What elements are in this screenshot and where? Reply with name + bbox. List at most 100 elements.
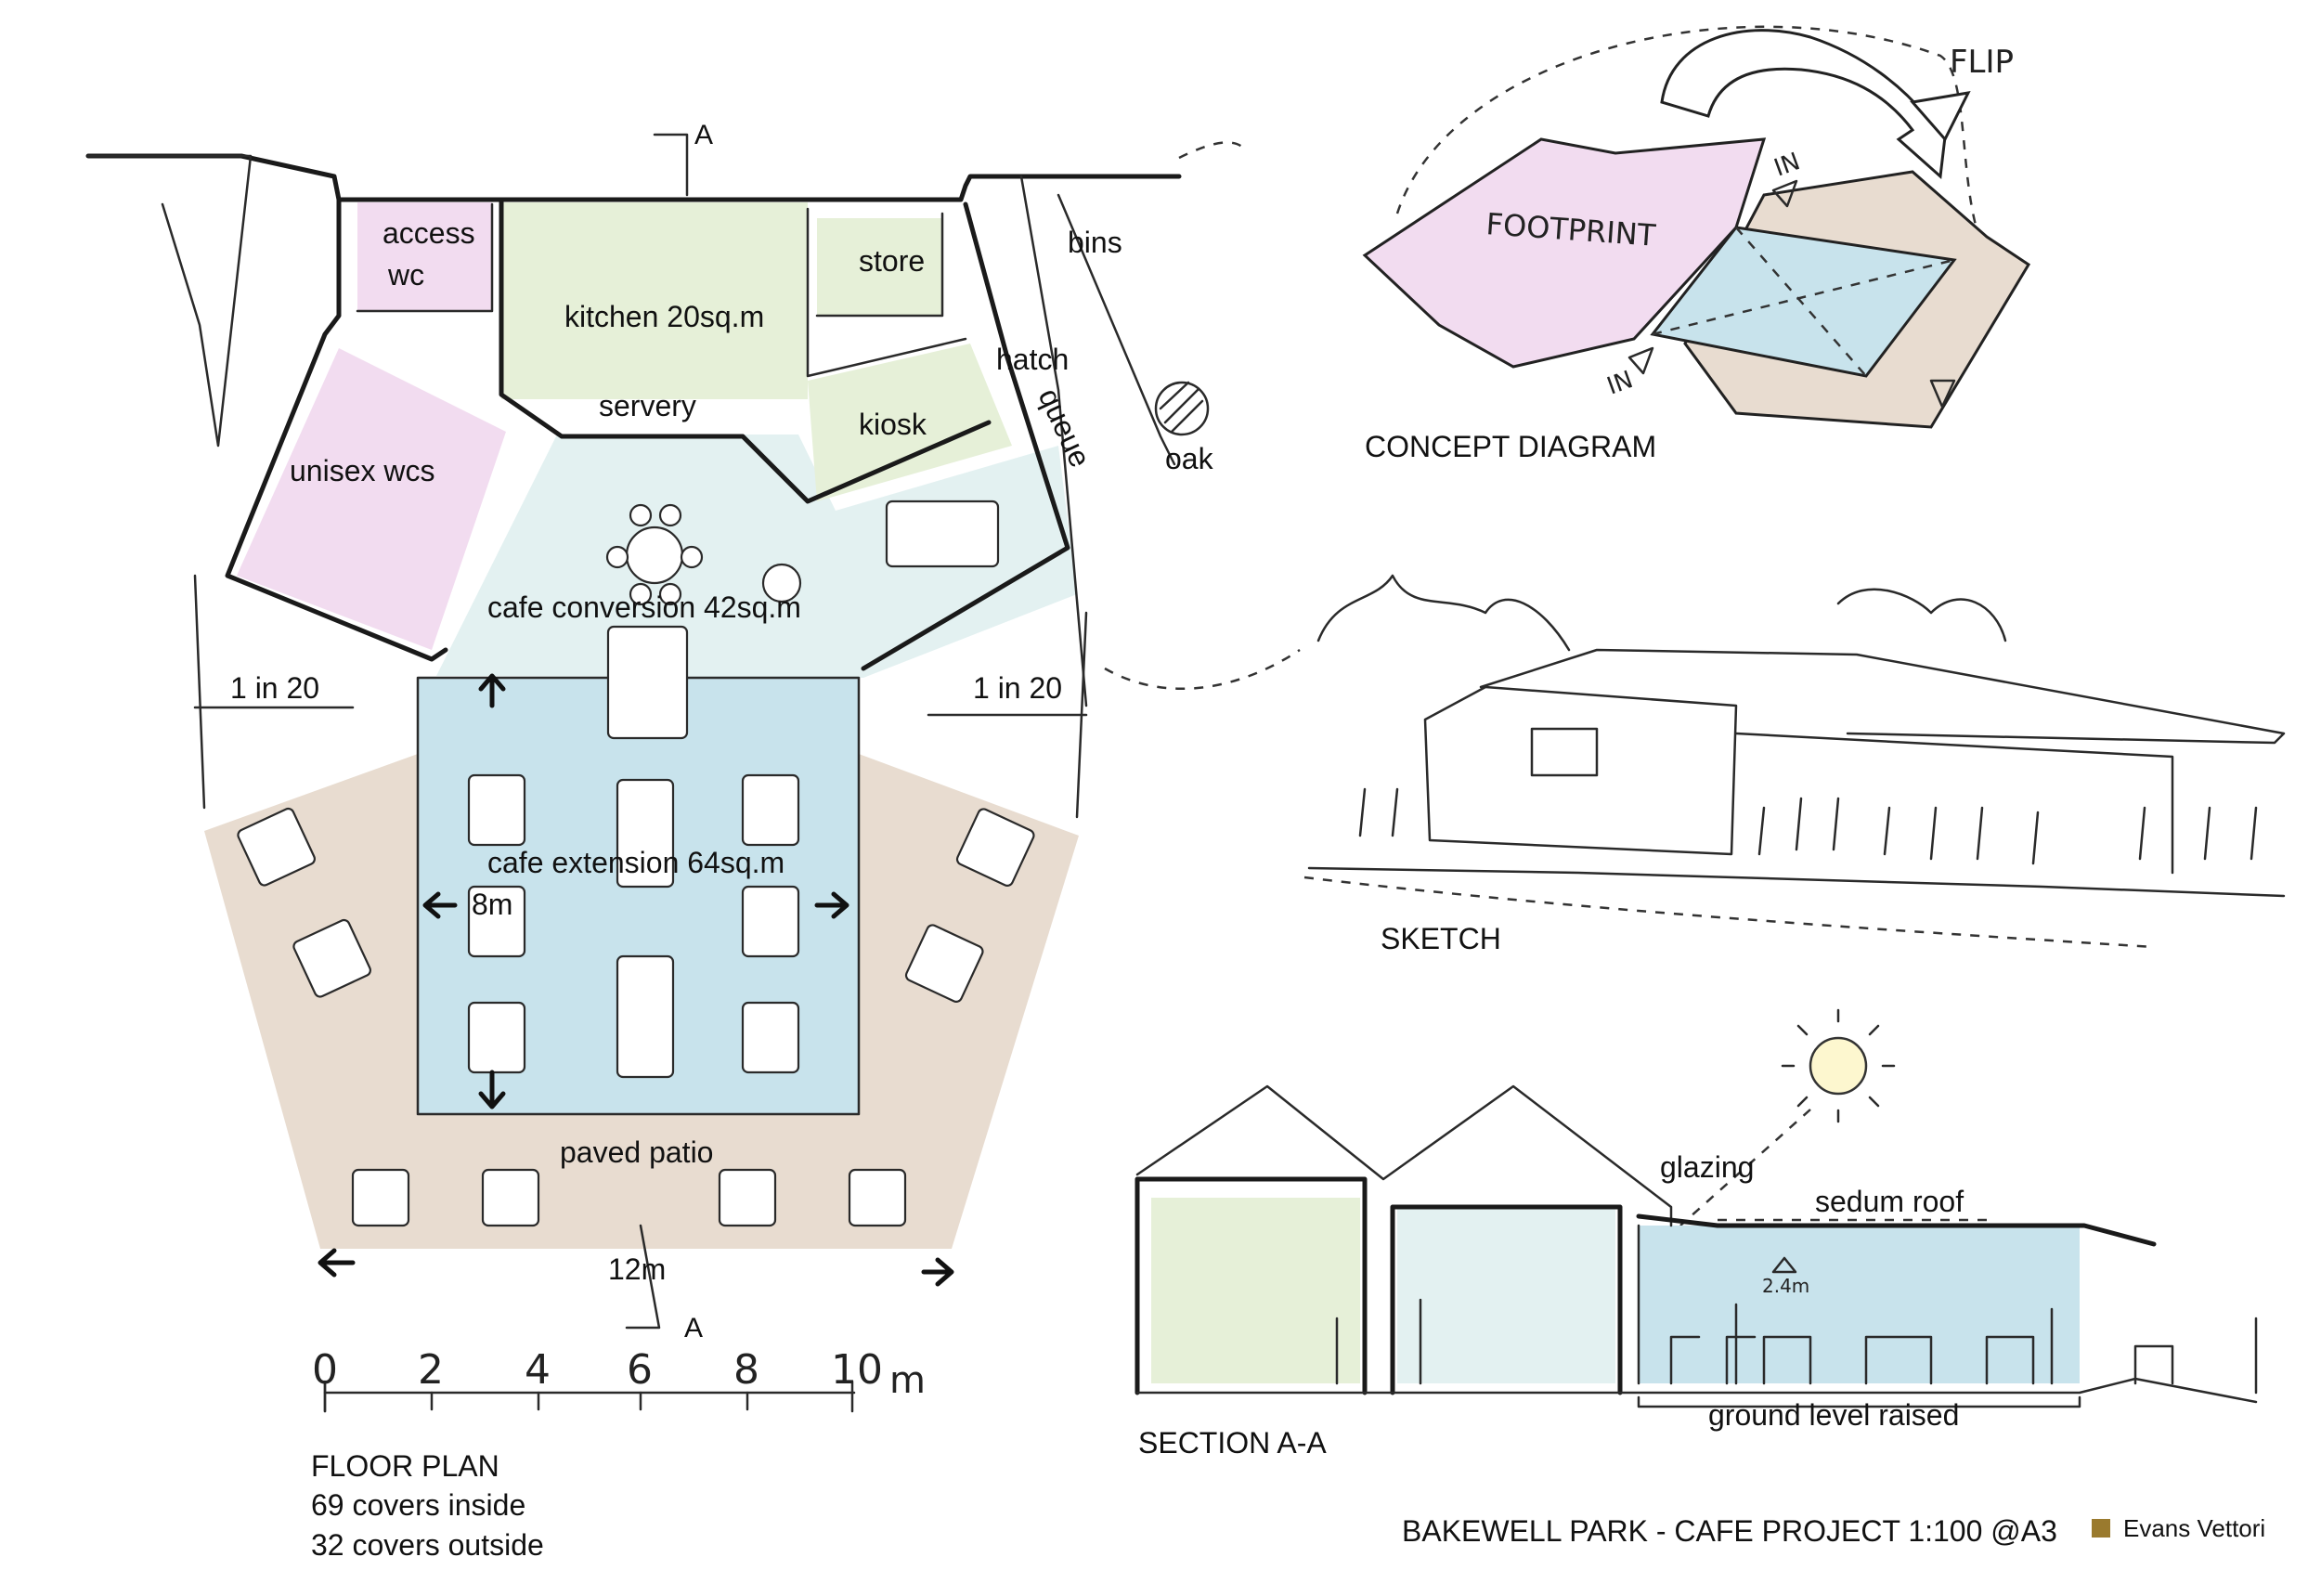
sketch-ground-line xyxy=(1307,866,2286,898)
patio-furniture xyxy=(237,807,1035,1227)
ramp-right-edge xyxy=(1075,611,1088,819)
paved-patio-label: paved patio xyxy=(560,1135,713,1169)
section-line-bottom xyxy=(625,1224,661,1330)
covers-outside-caption: 32 covers outside xyxy=(311,1528,544,1562)
dimension-arrows xyxy=(318,673,954,1287)
ramp-left-label: 1 in 20 xyxy=(230,671,319,705)
store-zone xyxy=(817,218,942,316)
entry-marker-top xyxy=(1771,179,1798,208)
section-extension-room xyxy=(1639,1226,2080,1383)
sun-rays xyxy=(1781,1008,1896,1123)
building-wall-core xyxy=(499,197,992,504)
in-label-bottom: IN xyxy=(1603,366,1637,400)
entry-marker-right xyxy=(1929,379,1956,409)
kiosk-zone xyxy=(808,344,1012,501)
store-label: store xyxy=(859,244,925,278)
section-line-top xyxy=(653,133,689,197)
ground-level-label: ground level raised xyxy=(1708,1398,1959,1432)
conversion-furniture xyxy=(605,500,1000,740)
perspective-sketch: SKETCH xyxy=(1303,574,2286,955)
section-a-a: glazing sedum roof 2.4m ground level rai… xyxy=(1135,1008,2258,1460)
kitchen-label: kitchen 20sq.m xyxy=(564,300,764,333)
section-outline xyxy=(1135,1176,1368,1395)
brand-square-icon xyxy=(2092,1519,2110,1538)
floor-plan-caption: FLOOR PLAN xyxy=(311,1449,499,1483)
section-people xyxy=(1335,1298,2258,1395)
scale-label-10: 10 xyxy=(831,1346,883,1394)
scale-label-8: 8 xyxy=(733,1346,759,1394)
servery-label: servery xyxy=(599,389,696,422)
cafe-conversion-zone xyxy=(436,435,1077,678)
kitchen-zone xyxy=(501,202,808,399)
height-marker xyxy=(1771,1256,1797,1274)
scale-unit-label: m xyxy=(889,1359,926,1402)
section-caption: SECTION A-A xyxy=(1138,1426,1327,1460)
section-old-room xyxy=(1151,1198,1360,1383)
bins-label: bins xyxy=(1068,226,1122,259)
building-wall-east xyxy=(861,201,1070,671)
sketch-people xyxy=(1358,787,2258,865)
sedum-roof-label: sedum roof xyxy=(1815,1185,1964,1218)
section-conversion-room xyxy=(1397,1207,1615,1383)
scale-label-6: 6 xyxy=(627,1346,653,1394)
kiosk-label: kiosk xyxy=(859,408,927,441)
oak-tree-hatch xyxy=(1159,381,1204,434)
concept-diagram-caption: CONCEPT DIAGRAM xyxy=(1365,430,1656,463)
sketch-extension-frame xyxy=(1734,732,2174,875)
entry-marker-bottom xyxy=(1627,346,1654,375)
overlap-shape xyxy=(1650,226,1957,378)
kitchen-partition xyxy=(806,207,967,378)
in-label-top: IN xyxy=(1770,148,1804,182)
cafe-conversion-label: cafe conversion 42sq.m xyxy=(487,590,801,624)
section-marker-bottom: A xyxy=(684,1313,703,1343)
cafe-extension-label: cafe extension 64sq.m xyxy=(487,846,784,879)
bins-wall xyxy=(1057,193,1176,466)
access-wc-label-line2: wc xyxy=(387,258,424,292)
scale-label-0: 0 xyxy=(312,1346,338,1394)
sketch-path-line xyxy=(1303,876,2155,949)
ramp-left-edge xyxy=(193,574,206,810)
building-wall-west xyxy=(225,197,448,662)
access-wc-zone xyxy=(357,202,492,311)
access-wc-label-line1: access xyxy=(383,216,475,250)
section-middle-walls xyxy=(1390,1204,1623,1395)
concept-link-arc xyxy=(1104,141,1301,691)
scale-bar-ticks-path xyxy=(323,1380,854,1413)
section-extension-roof xyxy=(1636,1213,2157,1247)
title-block: BAKEWELL PARK - CAFE PROJECT 1:100 @A3 E… xyxy=(1402,1514,2265,1548)
flip-label: FLIP xyxy=(1950,44,2014,81)
landscape-wall-right xyxy=(1019,175,1088,707)
sun-symbol xyxy=(1809,1036,1868,1096)
covers-inside-caption: 69 covers inside xyxy=(311,1488,525,1522)
height-label: 2.4m xyxy=(1762,1275,1809,1297)
ramp-right-label: 1 in 20 xyxy=(973,671,1062,705)
section-ground xyxy=(1135,1377,2258,1404)
wc-partition xyxy=(356,202,494,313)
floor-plan: A A access wc store bins kitchen 20sq.m … xyxy=(85,120,1214,1562)
width-12m-label: 12m xyxy=(608,1252,666,1286)
oak-label: oak xyxy=(1165,442,1214,475)
section-chairs xyxy=(1669,1335,2174,1385)
overlap-diagonals xyxy=(1652,227,1955,377)
ground-level-bracket xyxy=(1637,1395,2081,1408)
scale-label-2: 2 xyxy=(418,1346,444,1394)
concept-diagram: FLIP FOOTPRINT IN IN CONCEPT DIAGRAM xyxy=(1362,25,2031,463)
store-partition xyxy=(815,212,944,318)
concept-flip-arc xyxy=(1395,25,1979,233)
sketch-roof xyxy=(1479,648,2286,745)
sketch-trees xyxy=(1316,574,2007,652)
oak-tree-symbol xyxy=(1154,381,1210,436)
section-roof-old xyxy=(1135,1084,1673,1227)
sketch-old-building xyxy=(1423,685,1738,856)
glazing-label: glazing xyxy=(1660,1150,1754,1184)
landscape-wall-left xyxy=(86,154,253,448)
sketch-caption: SKETCH xyxy=(1381,922,1501,955)
scale-label-4: 4 xyxy=(525,1346,551,1394)
unisex-wcs-label: unisex wcs xyxy=(290,454,435,487)
flip-arrow-head-small xyxy=(1910,91,1971,142)
width-8m-label: 8m xyxy=(472,888,512,921)
project-title: BAKEWELL PARK - CAFE PROJECT 1:100 @A3 xyxy=(1402,1514,2057,1548)
sketch-window xyxy=(1530,727,1599,777)
